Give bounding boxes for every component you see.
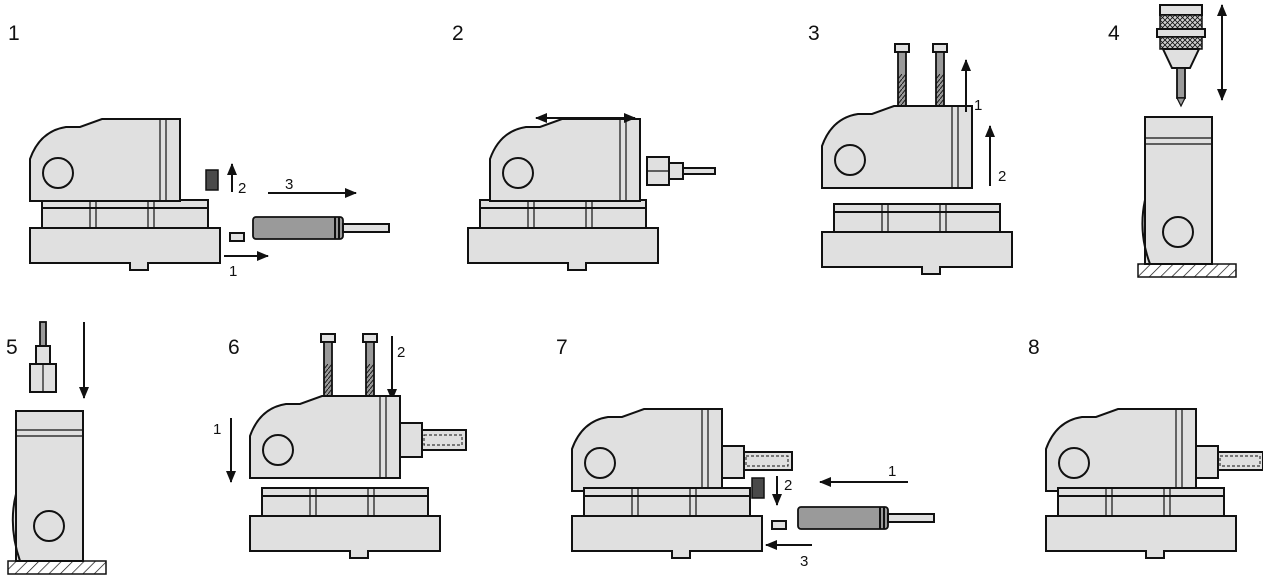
carriage-part: [29, 118, 181, 202]
step-5: 5: [6, 321, 107, 575]
arrow-label: 1: [213, 421, 221, 438]
arrow-label: 2: [397, 344, 405, 361]
arrow-label: 2: [998, 168, 1006, 185]
arrow-label: 1: [229, 263, 237, 280]
base-part: [571, 487, 763, 559]
carriage-part: [1045, 408, 1197, 492]
clamp-block: [751, 477, 765, 499]
step-7: 7 2 1 3: [556, 336, 935, 570]
step-number: 6: [228, 336, 240, 359]
carriage-upright: [1141, 116, 1213, 265]
drill-chuck: [1156, 4, 1206, 69]
arrow-label: 2: [784, 477, 792, 494]
screw-part: [320, 333, 336, 405]
carriage-part: [489, 118, 641, 202]
carriage-upright: [11, 410, 84, 562]
base-part: [29, 199, 221, 271]
step-1: 1 2 3 1: [8, 22, 390, 280]
clamp-block: [205, 169, 219, 191]
small-key: [771, 520, 787, 530]
screw-part: [932, 43, 948, 115]
arrow-label: 3: [800, 553, 808, 570]
carriage-part: [571, 408, 723, 492]
step-number: 8: [1028, 336, 1040, 359]
step-3: 3 1 2: [808, 22, 1013, 275]
base-part: [467, 199, 659, 271]
step-number: 3: [808, 22, 820, 45]
carriage-part: [821, 105, 973, 189]
inserted-sleeve: [1195, 445, 1263, 479]
screw-part: [894, 43, 910, 115]
base-part: [249, 487, 441, 559]
ground-surface: [1137, 263, 1237, 278]
step-number: 2: [452, 22, 464, 45]
arrow-label: 1: [974, 97, 982, 114]
step-4: 4: [1108, 4, 1237, 278]
arrow-label: 2: [238, 180, 246, 197]
step-2: 2: [452, 22, 716, 271]
arrow-label: 3: [285, 176, 293, 193]
arrow-label: 1: [888, 463, 896, 480]
adjust-tool: [646, 156, 716, 186]
drill-bit: [1176, 67, 1186, 108]
base-part: [821, 203, 1013, 275]
screw-part: [362, 333, 378, 405]
step-8: 8: [1028, 336, 1263, 559]
step-6: 6 2 1: [213, 333, 467, 559]
step-number: 7: [556, 336, 568, 359]
pin-part: [252, 216, 390, 240]
pin-part: [797, 506, 935, 530]
ground-surface: [7, 560, 107, 575]
step-number: 1: [8, 22, 20, 45]
inserted-sleeve: [721, 445, 793, 479]
small-key: [229, 232, 245, 242]
base-part: [1045, 487, 1237, 559]
inserted-sleeve: [399, 422, 467, 458]
step-number: 5: [6, 336, 18, 359]
carriage-part: [249, 395, 401, 479]
step-number: 4: [1108, 22, 1120, 45]
insert-tool: [29, 321, 57, 393]
